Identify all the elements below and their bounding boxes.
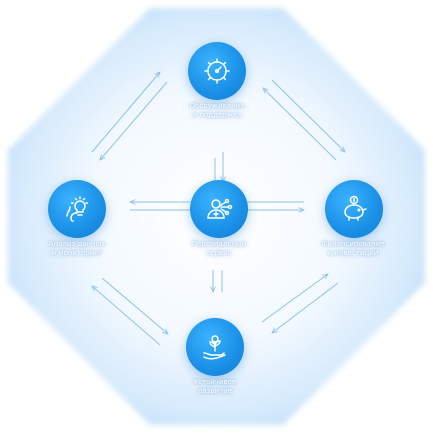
lightbulb-icon bbox=[66, 196, 89, 222]
arrow-top-right bbox=[263, 79, 345, 161]
label-center: Персональный сервис bbox=[191, 240, 247, 257]
label-left: Анализ данных и мониторинг bbox=[48, 240, 106, 257]
arrow-bottom-left bbox=[92, 277, 168, 346]
node-top bbox=[188, 42, 246, 100]
arrow-right-bottom bbox=[261, 274, 339, 333]
node-right bbox=[325, 180, 383, 238]
person-network-icon bbox=[207, 198, 233, 219]
label-top: Обслуживание и поддержка bbox=[189, 102, 245, 119]
node-center bbox=[190, 180, 248, 238]
label-bottom: Устойчивое развитие bbox=[193, 378, 237, 395]
hand-plant-icon bbox=[203, 335, 226, 360]
center-connectors bbox=[130, 152, 304, 292]
piggy-bank-icon bbox=[344, 195, 367, 221]
arrow-left-top bbox=[91, 72, 168, 160]
node-left bbox=[48, 180, 106, 238]
gear-speedometer-icon bbox=[204, 58, 230, 84]
node-bottom bbox=[186, 318, 244, 376]
label-right: Финансирование и инвестиции bbox=[321, 240, 385, 257]
